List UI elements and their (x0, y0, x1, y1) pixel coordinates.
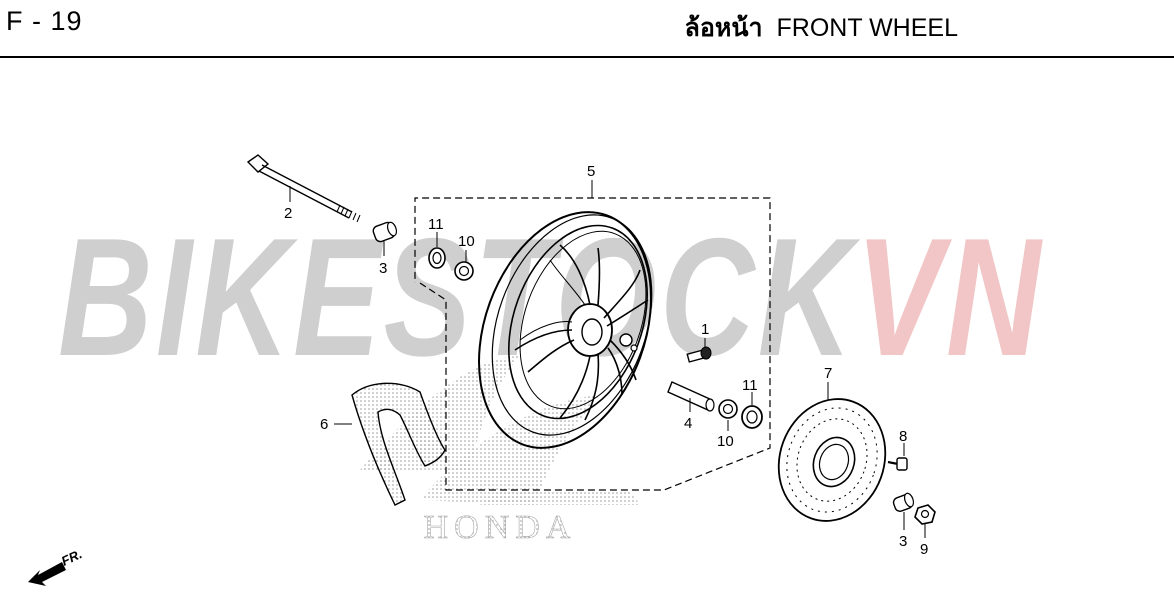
assembly-bracket (414, 197, 771, 491)
callout-10-left: 10 (458, 233, 475, 250)
callout-11-right: 11 (742, 377, 758, 394)
header-divider (0, 56, 1174, 58)
front-direction-arrow (28, 562, 66, 586)
valve-stem (686, 338, 712, 363)
axle-part (246, 154, 361, 223)
title-english: FRONT WHEEL (776, 14, 959, 42)
diagram-code: F - 19 (6, 6, 83, 36)
callout-8: 8 (899, 428, 907, 445)
callout-5: 5 (587, 163, 595, 180)
front-direction-label: FR. (59, 546, 84, 568)
callout-4: 4 (684, 415, 692, 432)
seal-right (741, 392, 763, 429)
callout-1: 1 (701, 321, 709, 338)
callout-6: 6 (320, 416, 328, 433)
front-fender (334, 382, 446, 506)
title-thai: ล้อหน้า (684, 13, 763, 42)
callout-2: 2 (284, 205, 292, 222)
axle-nut (914, 504, 936, 538)
callout-10-right: 10 (717, 433, 734, 450)
seal-left (428, 232, 446, 269)
collar-left (372, 221, 398, 256)
collar-right (892, 492, 915, 530)
disc-bolt (887, 443, 908, 471)
honda-brand-text: HONDA (424, 509, 577, 546)
brake-disc (777, 382, 887, 522)
front-wheel (478, 211, 653, 449)
callout-7: 7 (824, 365, 832, 382)
callout-11-left: 11 (428, 216, 444, 233)
bearing-left (454, 250, 474, 281)
callout-3-right: 3 (899, 533, 907, 550)
callout-9: 9 (920, 541, 928, 558)
callout-3-left: 3 (379, 260, 387, 277)
diagram-title: ล้อหน้า FRONT WHEEL (685, 8, 958, 48)
bearing-right (718, 399, 738, 431)
distance-collar (667, 381, 715, 412)
